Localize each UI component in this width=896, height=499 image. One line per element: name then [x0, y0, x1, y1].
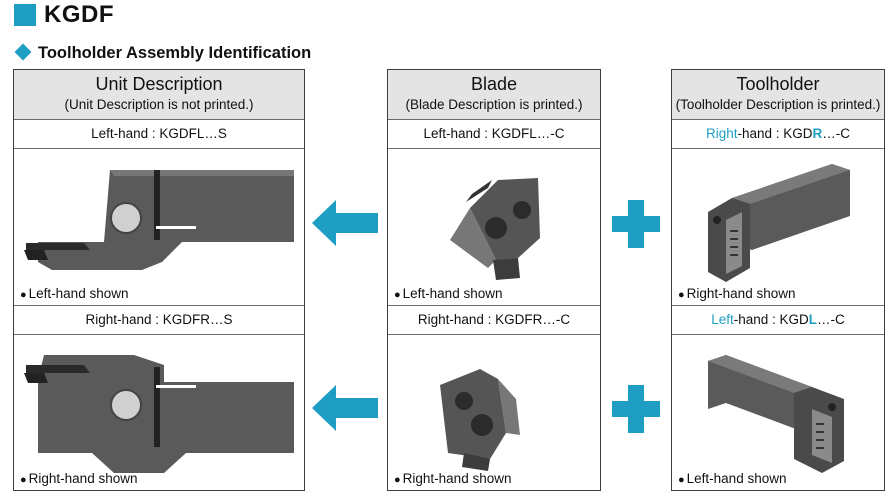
holder-top-label: Right-hand : KGDR…-C — [672, 120, 884, 149]
diamond-bullet-icon — [14, 43, 32, 61]
unit-right-screw — [110, 389, 142, 421]
blade-panel: Blade (Blade Description is printed.) Le… — [387, 69, 601, 491]
unit-left-caption: ●Left-hand shown — [20, 286, 129, 301]
arrow-left-icon — [312, 200, 378, 246]
blade-left-body — [470, 178, 540, 260]
unit-left-image — [24, 170, 294, 270]
unit-panel-header: Unit Description (Unit Description is no… — [14, 70, 304, 120]
unit-right-label: Right-hand : KGDFR…S — [14, 305, 304, 335]
blade-right-caption: ●Right-hand shown — [394, 471, 512, 486]
holder-bottom-shank — [708, 355, 812, 435]
blade-panel-header: Blade (Blade Description is printed.) — [388, 70, 600, 120]
blade-left-label: Left-hand : KGDFL…-C — [388, 120, 600, 149]
holder-top-shank — [732, 164, 850, 250]
toolholder-panel: Toolholder (Toolholder Description is pr… — [671, 69, 885, 491]
blade-right-body — [440, 369, 506, 459]
unit-left-label: Left-hand : KGDFL…S — [14, 120, 304, 149]
holder-panel-note: (Toolholder Description is printed.) — [675, 97, 881, 112]
plus-icon — [612, 385, 660, 433]
blade-panel-title: Blade — [470, 74, 518, 94]
holder-panel-title: Toolholder — [736, 74, 820, 94]
unit-left-screw — [110, 202, 142, 234]
section-title: Toolholder Assembly Identification — [38, 44, 312, 62]
plus-icon — [612, 200, 660, 248]
page-title: KGDF — [44, 1, 114, 28]
unit-right-body — [38, 355, 294, 473]
blade-left-image — [450, 178, 540, 280]
holder-bottom-label: Left-hand : KGDL…-C — [672, 305, 884, 335]
holder-top-image — [708, 164, 850, 282]
blade-right-image — [440, 369, 520, 471]
unit-description-panel: Unit Description (Unit Description is no… — [13, 69, 305, 491]
header-square-icon — [14, 4, 36, 26]
holder-panel-header: Toolholder (Toolholder Description is pr… — [672, 70, 884, 120]
blade-panel-note: (Blade Description is printed.) — [405, 97, 583, 112]
unit-right-caption: ●Right-hand shown — [20, 471, 138, 486]
unit-left-body — [38, 170, 294, 270]
holder-top-caption: ●Right-hand shown — [678, 286, 796, 301]
unit-panel-title: Unit Description — [95, 74, 223, 94]
arrow-left-icon — [312, 385, 378, 431]
holder-bottom-caption: ●Left-hand shown — [678, 471, 787, 486]
unit-right-image — [24, 355, 294, 473]
holder-bottom-image — [708, 355, 844, 473]
unit-panel-note: (Unit Description is not printed.) — [64, 97, 254, 112]
blade-left-caption: ●Left-hand shown — [394, 286, 503, 301]
blade-right-label: Right-hand : KGDFR…-C — [388, 305, 600, 335]
